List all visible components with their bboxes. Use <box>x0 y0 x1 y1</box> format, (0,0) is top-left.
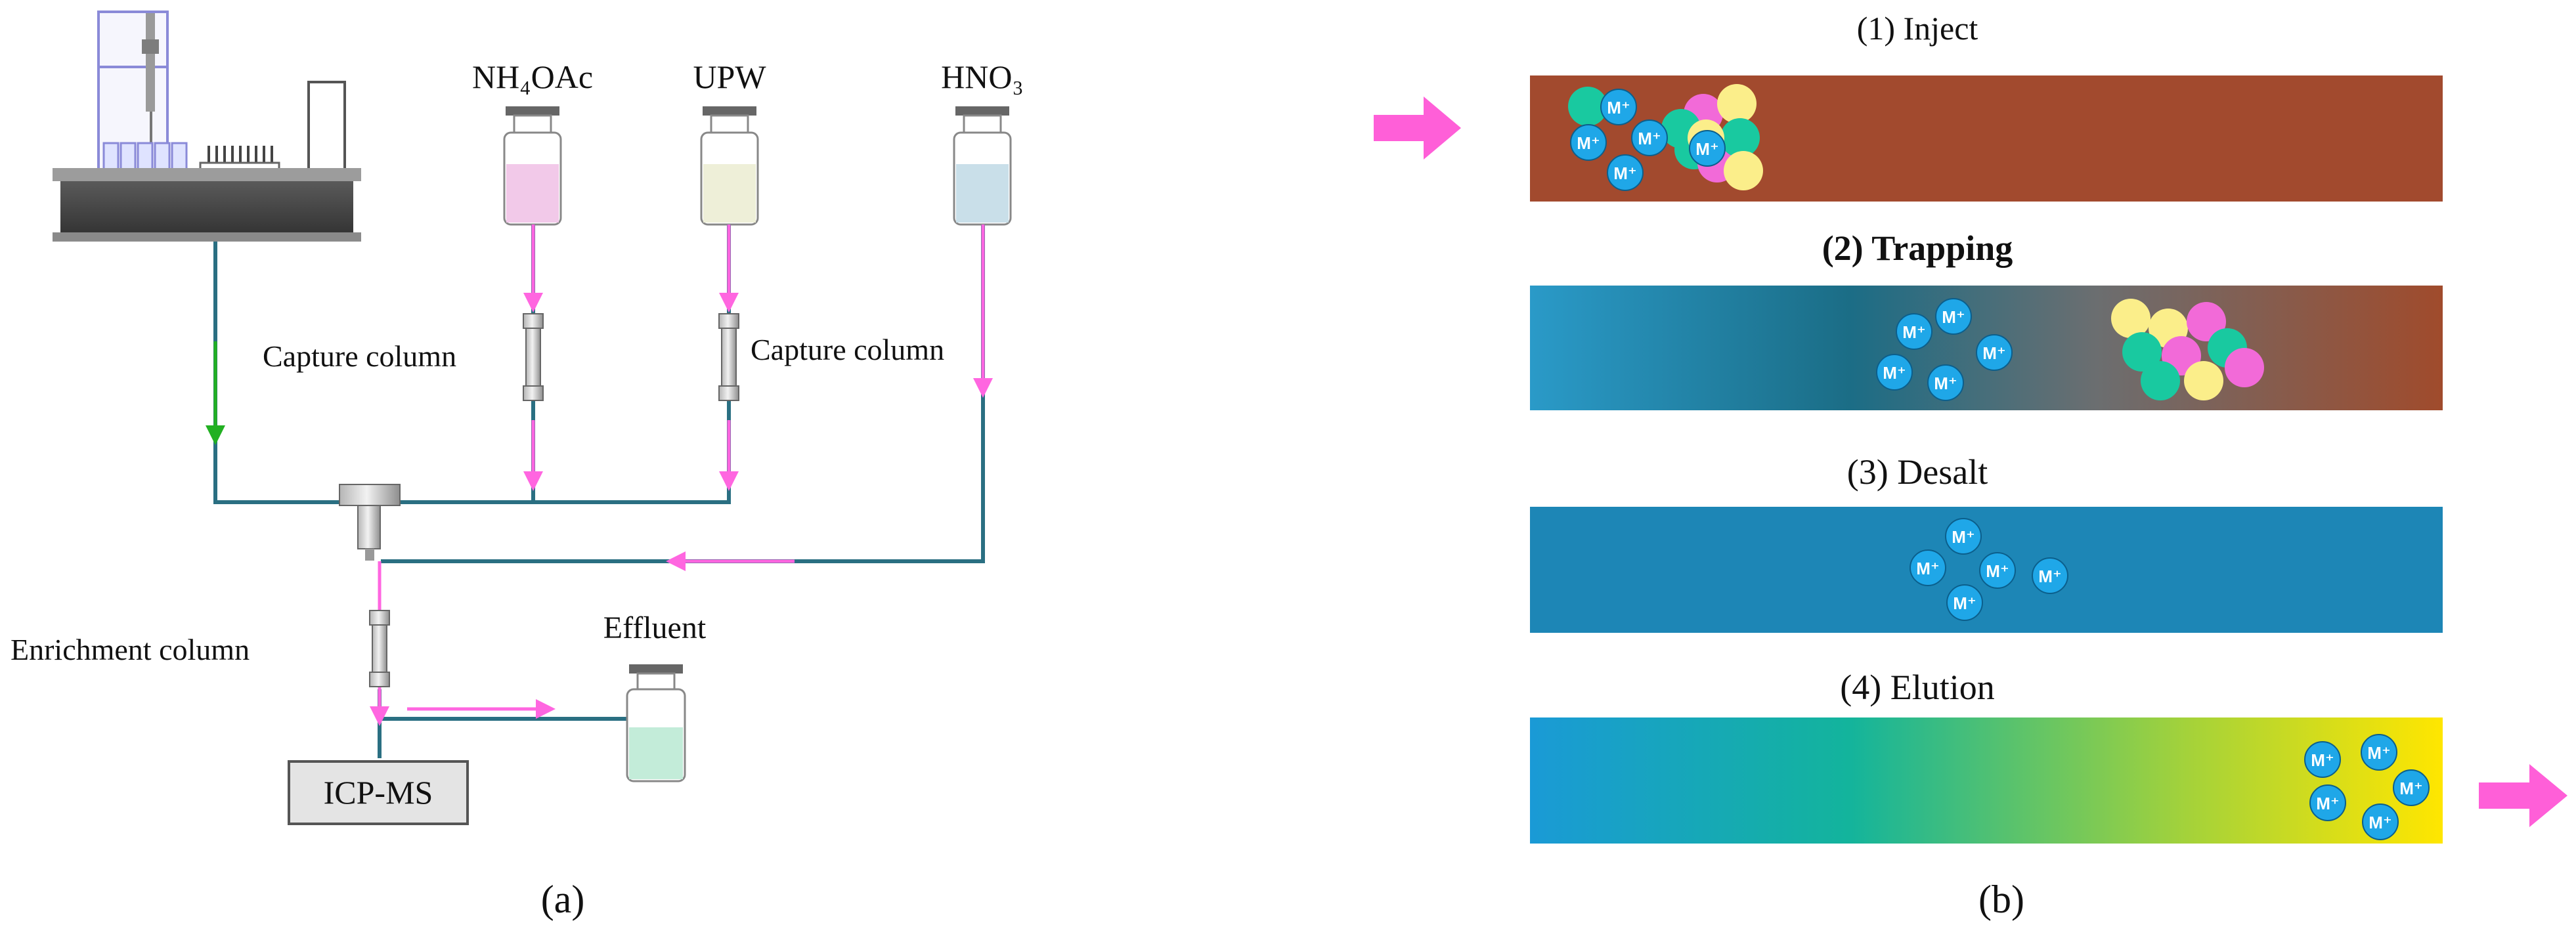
label-capture-column-right: Capture column <box>751 333 944 366</box>
pink-flow <box>370 225 993 726</box>
metal-ion: M⁺ <box>1910 549 1946 586</box>
svg-text:M⁺: M⁺ <box>1638 129 1661 148</box>
bottle-nh4oac <box>503 106 562 226</box>
svg-text:M⁺: M⁺ <box>2311 750 2334 770</box>
metal-ion: M⁺ <box>2309 784 2346 821</box>
label-nh4oac: NH₄OAc <box>472 58 593 95</box>
inject-arrow <box>1374 96 1461 160</box>
panel-b: (1) Inject (2) Trapping (3) Desalt (4) E… <box>1374 10 2567 921</box>
svg-text:M⁺: M⁺ <box>2038 567 2061 586</box>
svg-text:M⁺: M⁺ <box>2367 743 2390 763</box>
svg-text:M⁺: M⁺ <box>2369 813 2391 832</box>
label-effluent: Effluent <box>603 610 707 645</box>
elution-ions: M⁺ M⁺ M⁺ M⁺ M⁺ <box>2304 734 2430 840</box>
svg-text:M⁺: M⁺ <box>1982 343 2005 363</box>
bottle-effluent <box>626 664 686 782</box>
metal-ion: M⁺ <box>1927 364 1964 401</box>
enrichment-column <box>369 610 390 687</box>
svg-text:M⁺: M⁺ <box>1953 593 1976 613</box>
metal-ion: M⁺ <box>1876 354 1913 391</box>
panel-a: NH₄OAc UPW HNO₃ <box>11 11 1024 921</box>
svg-text:M⁺: M⁺ <box>1613 163 1636 183</box>
svg-text:M⁺: M⁺ <box>1986 561 2009 581</box>
metal-ion: M⁺ <box>1631 119 1668 156</box>
svg-text:M⁺: M⁺ <box>1577 133 1600 153</box>
label-enrichment-column: Enrichment column <box>11 633 250 666</box>
svg-text:M⁺: M⁺ <box>1934 374 1957 393</box>
bottle-upw <box>700 106 759 226</box>
svg-text:M⁺: M⁺ <box>1883 363 1906 383</box>
step-label-desalt: (3) Desalt <box>1847 452 1988 492</box>
step-label-trapping: (2) Trapping <box>1822 228 2013 268</box>
elution-arrow <box>2479 764 2567 827</box>
metal-ion: M⁺ <box>1935 298 1972 335</box>
label-upw: UPW <box>693 58 766 95</box>
label-hno3: HNO₃ <box>941 58 1024 95</box>
caption-b: (b) <box>1978 878 2024 921</box>
svg-text:M⁺: M⁺ <box>2399 779 2422 798</box>
metal-ion: M⁺ <box>2032 557 2068 594</box>
metal-ion: M⁺ <box>2361 734 2397 771</box>
metal-ion: M⁺ <box>2362 803 2399 840</box>
inject-ions: M⁺ M⁺ M⁺ M⁺ M⁺ <box>1570 89 1726 191</box>
svg-text:M⁺: M⁺ <box>2316 794 2339 813</box>
step-label-inject: (1) Inject <box>1857 10 1978 47</box>
svg-text:M⁺: M⁺ <box>1942 307 1965 327</box>
label-capture-column-left: Capture column <box>263 339 456 373</box>
svg-text:M⁺: M⁺ <box>1916 559 1939 578</box>
bottle-hno3 <box>953 106 1012 226</box>
trapping-particles <box>2111 299 2264 400</box>
metal-ion: M⁺ <box>1979 552 2016 589</box>
capture-column-left <box>523 313 544 401</box>
caption-a: (a) <box>541 878 585 921</box>
desalt-ions: M⁺ M⁺ M⁺ M⁺ M⁺ <box>1910 518 2068 621</box>
metal-ion: M⁺ <box>2304 741 2341 778</box>
tubing <box>213 225 985 758</box>
metal-ion: M⁺ <box>1600 89 1637 125</box>
icp-ms-box: ICP-MS <box>288 760 469 825</box>
metal-ion: M⁺ <box>1570 124 1607 161</box>
metal-ion: M⁺ <box>1945 518 1982 555</box>
step-label-elution: (4) Elution <box>1840 668 1994 707</box>
metal-ion: M⁺ <box>1607 154 1644 191</box>
metal-ion: M⁺ <box>1976 334 2013 371</box>
trapping-ions: M⁺ M⁺ M⁺ M⁺ M⁺ <box>1876 298 2013 401</box>
svg-text:M⁺: M⁺ <box>1952 527 1975 547</box>
svg-text:M⁺: M⁺ <box>1607 98 1630 118</box>
metal-ion: M⁺ <box>1896 313 1932 350</box>
autosampler <box>53 11 361 242</box>
column-elution <box>1530 717 2443 844</box>
label-icp-ms: ICP-MS <box>324 774 433 811</box>
svg-text:M⁺: M⁺ <box>1902 322 1925 342</box>
capture-column-right <box>718 313 739 401</box>
svg-text:M⁺: M⁺ <box>1695 139 1718 159</box>
metal-ion: M⁺ <box>1946 584 1983 621</box>
metal-ion: M⁺ <box>1689 130 1726 167</box>
valve <box>339 484 401 561</box>
metal-ion: M⁺ <box>2393 769 2430 806</box>
